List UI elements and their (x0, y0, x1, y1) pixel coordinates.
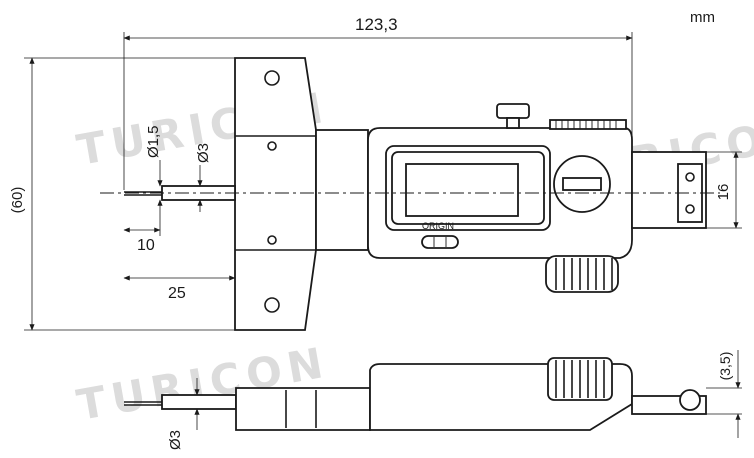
lcd-screen (405, 163, 519, 217)
top-knurl-ticks (555, 120, 617, 129)
depth-width-label: 16 (715, 184, 732, 201)
side-roller-ridges (555, 360, 605, 398)
probe-length-label: 10 (137, 237, 155, 254)
screw-top (267, 141, 277, 151)
side-base (235, 387, 371, 431)
screw-bottom (267, 235, 277, 245)
mount-hole-bottom (264, 297, 280, 313)
unit-label: mm (690, 9, 715, 26)
origin-button[interactable] (421, 235, 459, 249)
side-rod (161, 394, 237, 410)
beam-screw-bottom (685, 204, 695, 214)
mount-hole-top (264, 70, 280, 86)
origin-label: ORIGIN (422, 221, 454, 231)
side-beam-end (679, 389, 701, 411)
thumb-roller-ridges (555, 258, 613, 290)
power-button-slot (562, 177, 602, 191)
neck (315, 129, 369, 251)
beam-screw-top (685, 172, 695, 182)
side-dia-label: Ø3 (167, 430, 184, 450)
side-offset-label: (3,5) (717, 352, 733, 381)
height-label: (60) (9, 187, 26, 214)
base-plate (234, 57, 317, 331)
overall-length-label: 123,3 (355, 15, 398, 34)
clamp-stem (506, 117, 520, 129)
top-view: 123,3 (60) (9, 15, 742, 331)
clamp-knob (496, 103, 530, 119)
side-view: Ø3 (3,5) (124, 350, 742, 450)
dia-label: Ø3 (195, 143, 212, 163)
top-knurl (549, 119, 627, 130)
rod-length-label: 25 (168, 285, 186, 302)
measuring-rod (161, 185, 236, 201)
dia-small-label: Ø1,5 (145, 125, 162, 158)
